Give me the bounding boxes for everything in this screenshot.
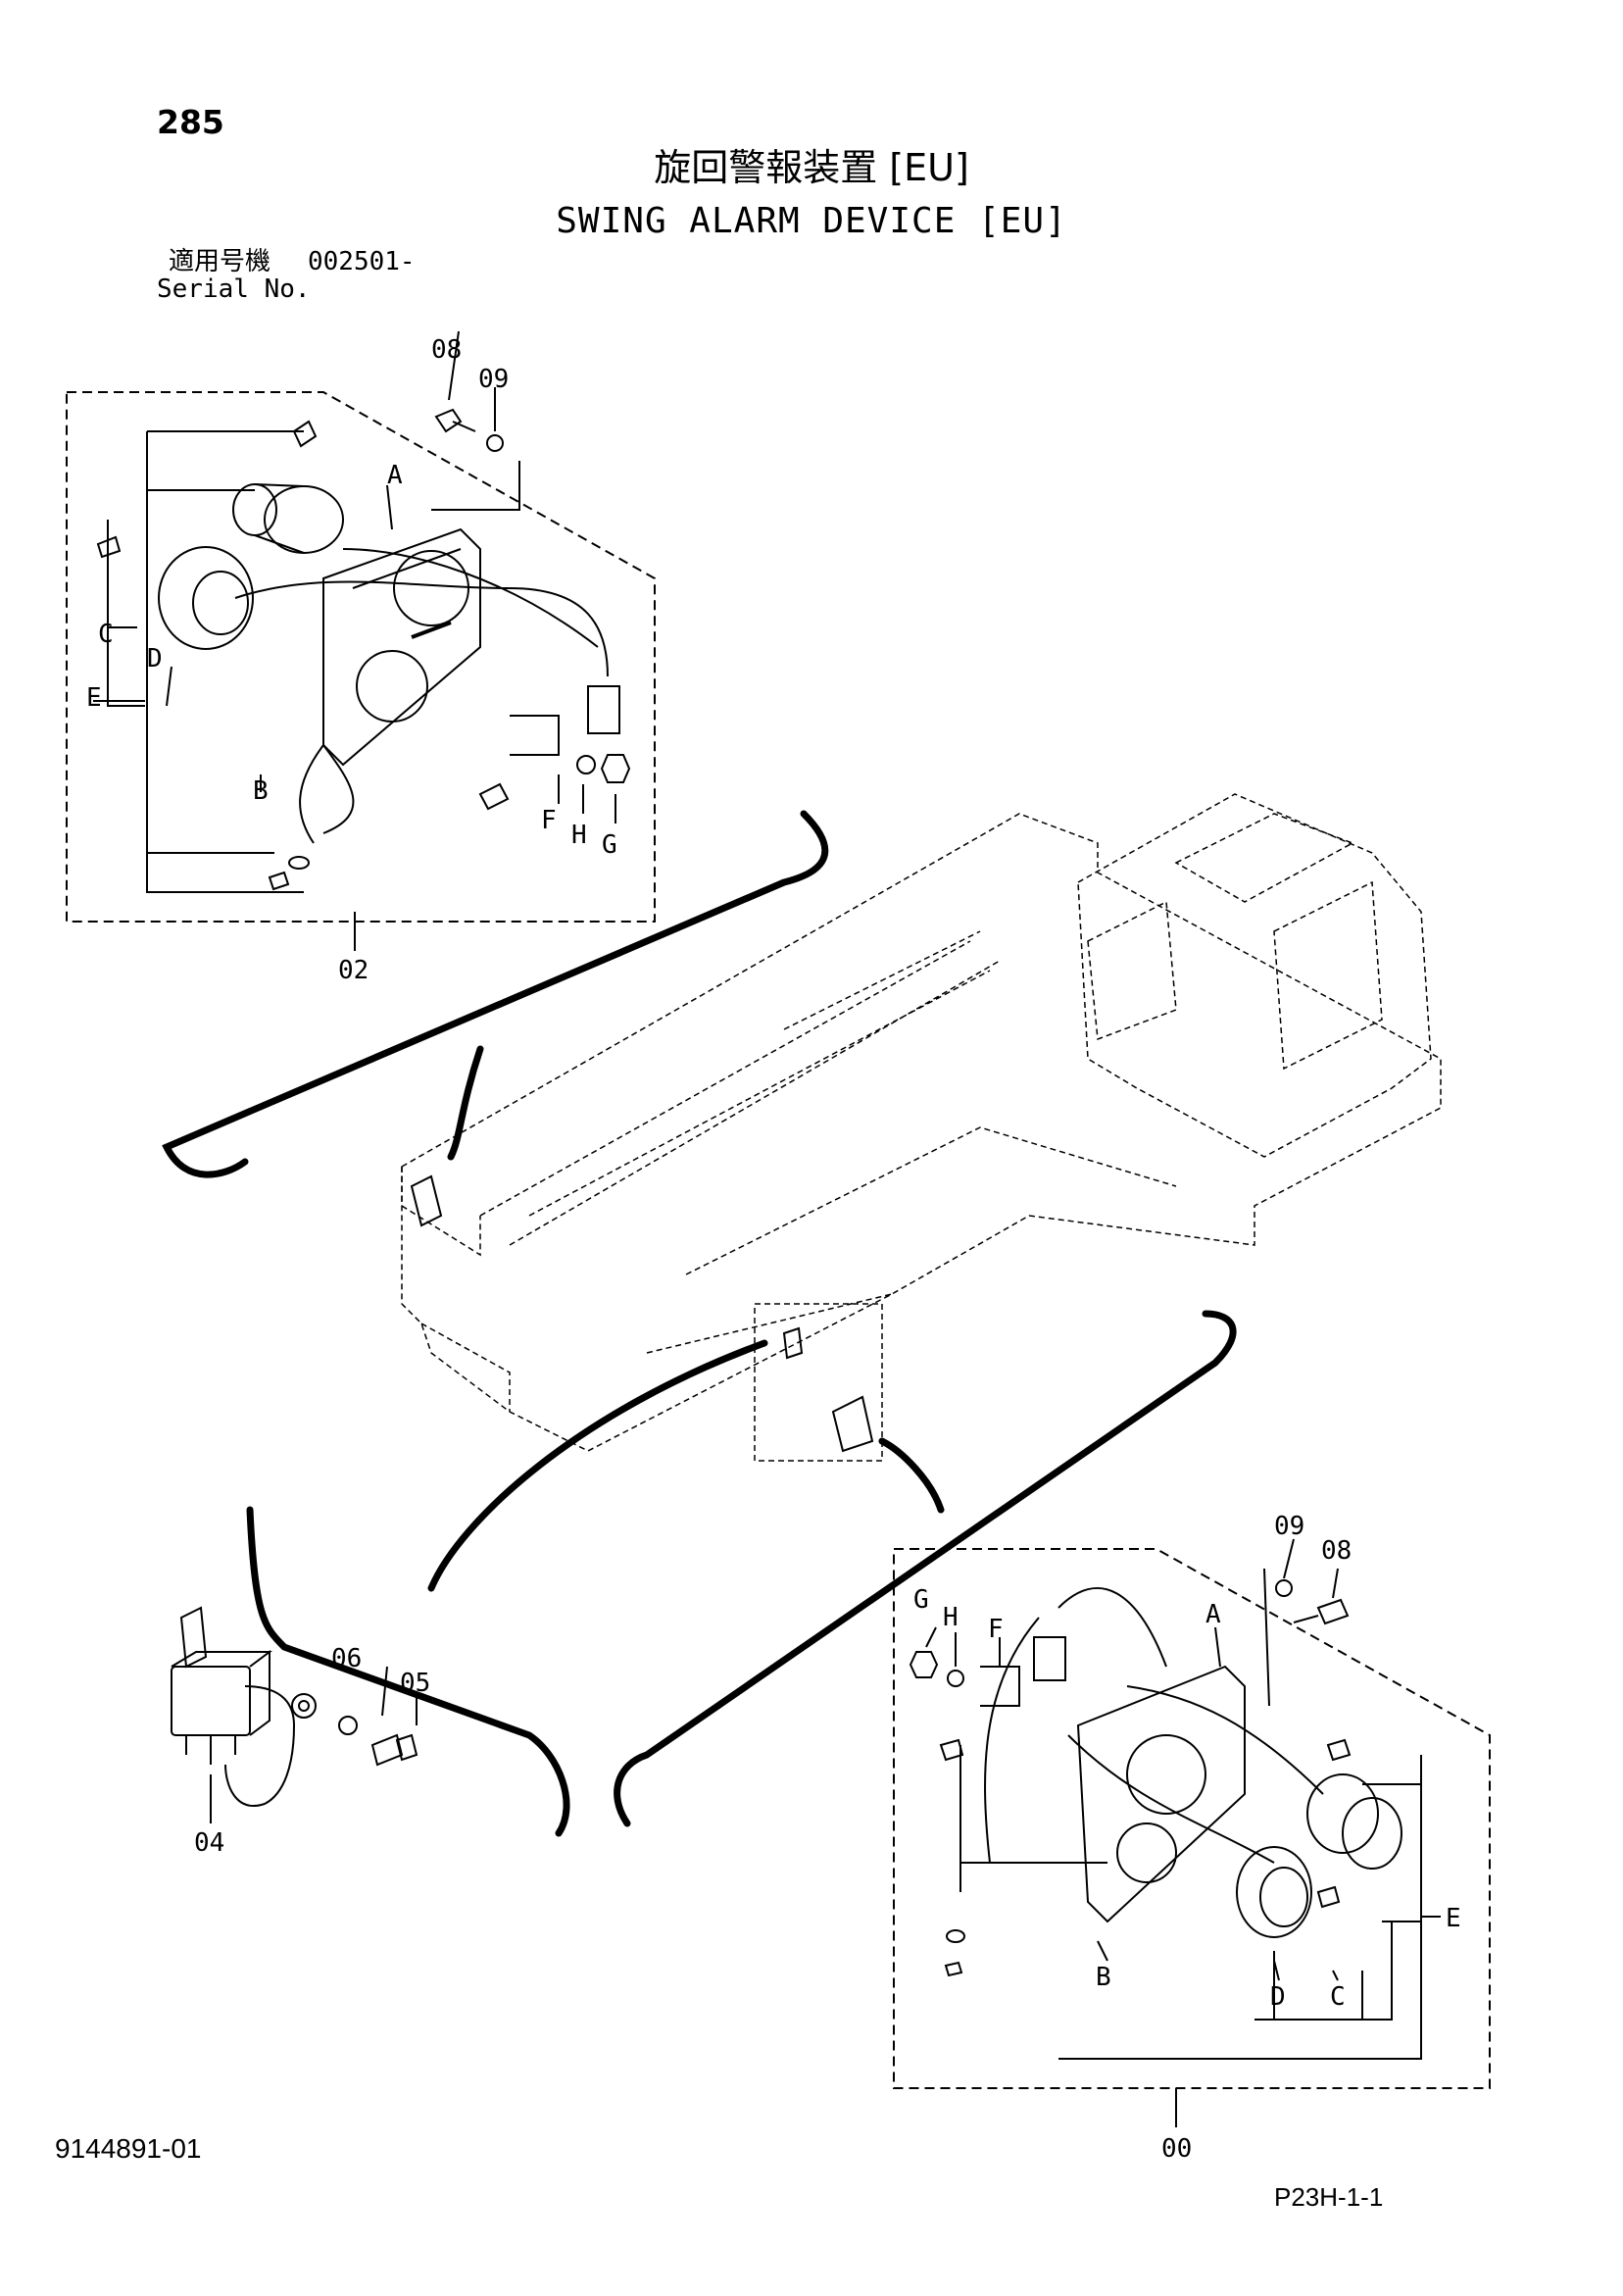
connector-bottom [1033,1636,1066,1681]
callout-E-top: E [86,683,102,713]
clip-F-top [510,715,560,756]
title-japanese: 旋回警報装置 [EU] [654,146,969,189]
callout-02: 02 [338,956,369,985]
washer-H-bottom [947,1670,964,1687]
cab-window-2 [1273,880,1383,1071]
washer-09-bottom [1275,1579,1293,1597]
detail-02-boundary [66,391,656,923]
callout-09-top: 09 [478,365,509,394]
callout-E-bottom: E [1446,1904,1461,1933]
washer-H-top [576,755,596,774]
callout-05: 05 [400,1669,430,1698]
location-pointers [162,810,1237,1837]
callout-04: 04 [194,1828,224,1858]
callout-06: 06 [331,1644,362,1673]
washer-06 [338,1716,358,1735]
wire-harness-bottom [984,1587,1324,1864]
main-beam [479,940,1001,1246]
callout-G-bottom: G [913,1585,929,1615]
relay-bracket [179,1606,208,1669]
nut-G-top [600,754,631,783]
callout-08-top: 08 [431,335,462,365]
alarm-mount-rear [831,1395,874,1453]
callout-H-bottom: H [943,1603,959,1632]
callout-B-bottom: B [1096,1963,1111,1992]
callout-C-bottom: C [1330,1982,1346,2012]
upper-frame-outline [401,813,1442,1452]
callout-F-bottom: F [988,1615,1004,1644]
relay-body [171,1666,251,1736]
page-number: 285 [157,103,224,141]
wire-harness-top [234,548,609,844]
pointer-to-detail-02 [162,810,829,1178]
page-code: P23H-1-1 [1274,2182,1384,2212]
callout-09-bottom: 09 [1274,1512,1304,1541]
callout-00: 00 [1161,2134,1192,2164]
serial-number-value: 002501- [308,247,416,276]
callout-H-top: H [571,821,587,850]
battery-box [754,1303,883,1462]
plate-hole-4 [1116,1822,1177,1883]
nut-G-bottom [909,1651,939,1678]
relay-terminals [185,1735,236,1765]
counterweight-side [401,1167,481,1257]
buzzer-body-bottom [1306,1773,1379,1854]
washer-09-top [486,434,504,452]
alarm-mount-front [410,1174,443,1227]
plate-hole-1 [393,550,469,626]
title-english: SWING ALARM DEVICE [EU] [556,201,1067,241]
pointer-to-detail-04 [246,1339,768,1837]
cab-roof [1174,813,1354,903]
document-number: 9144891-01 [55,2133,202,2164]
callout-B-top: B [253,776,269,806]
machine-body [401,793,1442,1462]
callout-labels: 08 09 A C D E B F H G 02 09 08 G H F A E… [86,335,1461,2164]
serial-label-english: Serial No. [157,275,311,304]
screw-05 [370,1733,418,1767]
callout-G-top: G [602,830,617,860]
speaker-horn-bottom [1236,1846,1312,1938]
callout-08-bottom: 08 [1321,1536,1352,1566]
cab-window-1 [1087,900,1177,1041]
connector-top [587,685,620,734]
frame-bottom [420,1293,893,1412]
ring-terminal [291,1693,317,1719]
detail-relay-04 [171,1606,418,1823]
pointer-to-detail-00 [614,1310,1237,1827]
serial-label-japanese: 適用号機 [169,247,271,276]
bolt-08-bottom [1293,1598,1350,1625]
detail-assembly-00 [893,1538,1491,2127]
bolt-08-top [434,408,476,433]
bracket-lines-top [146,430,304,893]
bracket-plate-bottom [1076,1665,1246,1923]
callout-A-bottom: A [1205,1600,1221,1629]
speaker-horn [158,546,254,650]
ground-wire [224,1685,296,1807]
bracket-lines-bottom [959,1745,1422,2060]
callout-D-bottom: D [1270,1982,1286,2012]
callout-D-top: D [147,644,163,674]
detail-assembly-02 [66,330,656,951]
plate-hole-2 [356,650,428,723]
callout-A-top: A [387,461,403,490]
callout-C-top: C [98,620,114,649]
detail-00-boundary [893,1548,1491,2089]
cab-outline [1077,793,1432,1158]
plate-hole-3 [1126,1734,1206,1815]
machine-base [685,930,1177,1275]
callout-F-top: F [541,806,557,835]
